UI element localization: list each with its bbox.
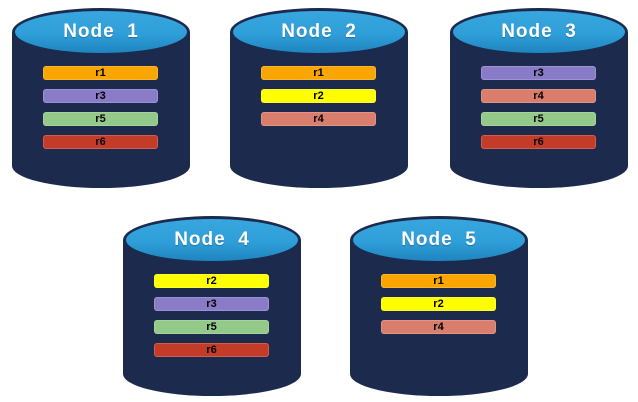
replica-bar: r6	[43, 135, 158, 149]
node-4: Node 4 r2 r3 r5 r6	[123, 216, 301, 396]
replica-bar: r4	[481, 89, 596, 103]
node-2: Node 2 r1 r2 r4	[230, 8, 408, 188]
node-5-replica-list: r1 r2 r4	[381, 274, 496, 334]
node-4-replica-list: r2 r3 r5 r6	[154, 274, 269, 357]
node-3-title: Node 3	[501, 21, 577, 42]
replica-bar: r6	[481, 135, 596, 149]
node-4-cylinder-top: Node 4	[123, 216, 301, 264]
node-1-cylinder-body	[12, 32, 190, 188]
node-3-cylinder-body	[450, 32, 628, 188]
replica-bar: r4	[261, 112, 376, 126]
node-2-cylinder-body	[230, 32, 408, 188]
replica-bar: r4	[381, 320, 496, 334]
replica-bar: r2	[154, 274, 269, 288]
node-1-cylinder-top: Node 1	[12, 8, 190, 56]
node-5-title: Node 5	[401, 229, 477, 250]
node-2-cylinder-top: Node 2	[230, 8, 408, 56]
node-4-title: Node 4	[174, 229, 250, 250]
node-1-title: Node 1	[63, 21, 139, 42]
replica-bar: r1	[381, 274, 496, 288]
node-5: Node 5 r1 r2 r4	[350, 216, 528, 396]
replica-bar: r5	[481, 112, 596, 126]
node-1-replica-list: r1 r3 r5 r6	[43, 66, 158, 149]
node-4-cylinder-body	[123, 240, 301, 396]
replica-bar: r3	[154, 297, 269, 311]
replica-bar: r6	[154, 343, 269, 357]
replica-bar: r5	[43, 112, 158, 126]
replica-bar: r2	[381, 297, 496, 311]
node-2-title: Node 2	[281, 21, 357, 42]
node-1: Node 1 r1 r3 r5 r6	[12, 8, 190, 188]
node-3: Node 3 r3 r4 r5 r6	[450, 8, 628, 188]
replica-bar: r5	[154, 320, 269, 334]
replica-bar: r3	[481, 66, 596, 80]
node-2-replica-list: r1 r2 r4	[261, 66, 376, 126]
node-3-cylinder-top: Node 3	[450, 8, 628, 56]
node-3-replica-list: r3 r4 r5 r6	[481, 66, 596, 149]
replica-bar: r3	[43, 89, 158, 103]
replica-bar: r1	[43, 66, 158, 80]
replica-bar: r2	[261, 89, 376, 103]
replica-bar: r1	[261, 66, 376, 80]
node-5-cylinder-body	[350, 240, 528, 396]
node-5-cylinder-top: Node 5	[350, 216, 528, 264]
